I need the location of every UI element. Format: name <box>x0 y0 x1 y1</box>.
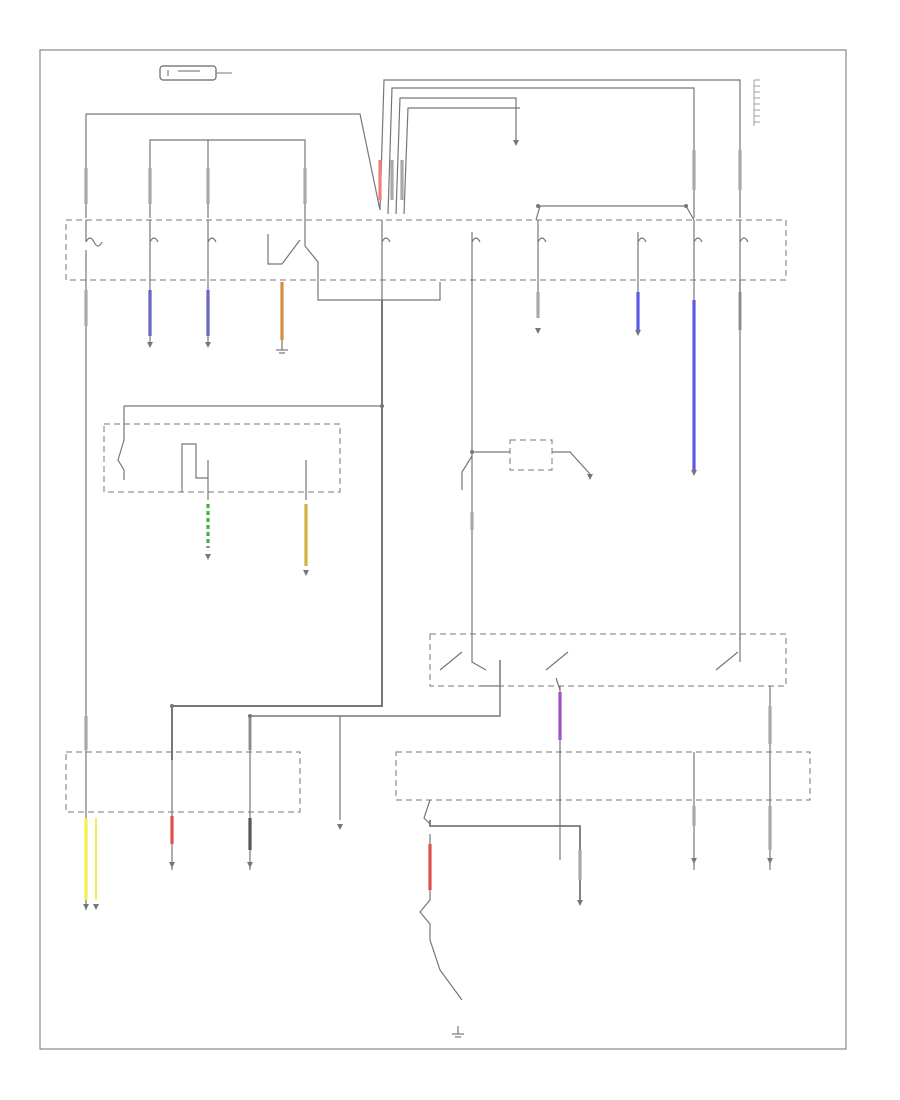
arrow-down-icon <box>169 862 175 868</box>
fuse-upper-6 <box>471 232 481 300</box>
arrow-down-icon <box>205 554 211 560</box>
arrow-down-icon <box>303 570 309 576</box>
wire-legend <box>753 79 760 126</box>
switch-icon <box>715 634 741 671</box>
arrow-down-icon <box>247 862 253 868</box>
fuse-upper-2 <box>149 220 159 280</box>
arrow-down-icon <box>93 904 99 910</box>
fuse-block-lower-left <box>65 751 301 813</box>
fuse-upper-1 <box>85 220 103 280</box>
ground-icon <box>276 340 288 354</box>
switch-icon <box>439 640 487 671</box>
switch-icon <box>117 406 125 480</box>
splice-dot-icon <box>380 404 384 408</box>
red-wire-lower <box>429 820 581 900</box>
wire <box>480 660 501 687</box>
wire <box>472 451 591 475</box>
bus-link <box>535 205 695 221</box>
arrow-down-icon <box>337 824 343 830</box>
battery-icon <box>159 65 232 81</box>
yellow-wire <box>171 300 383 760</box>
splice-dot-icon <box>470 450 474 454</box>
yellow-wire-2 <box>250 660 501 717</box>
diagram-frame <box>39 49 847 1050</box>
fuse-block-lower-right <box>395 751 811 801</box>
wire <box>181 443 208 492</box>
splice-dot-icon <box>684 204 688 208</box>
blue-feed-wire-2 <box>395 97 517 215</box>
fuse-upper-3 <box>207 220 217 280</box>
arrow-down-icon <box>535 328 541 334</box>
arrow-down-icon <box>691 858 697 864</box>
arrow-down-icon <box>147 342 153 348</box>
fuse-upper-7 <box>537 220 547 300</box>
switch-block <box>429 633 787 687</box>
switch-icon <box>545 651 569 691</box>
arrow-down-icon <box>587 474 593 480</box>
arrow-down-icon <box>577 900 583 906</box>
red-feed-wire <box>86 113 381 211</box>
arrow-down-icon <box>513 140 519 146</box>
arrow-down-icon <box>767 858 773 864</box>
red-feed-wire-right <box>379 79 741 218</box>
arrow-down-icon <box>83 904 89 910</box>
fuse-block-upper <box>65 219 787 281</box>
splice-dot-icon <box>536 204 540 208</box>
switch-icon <box>267 220 441 301</box>
switch-icon <box>419 799 463 1001</box>
fuse-upper-9 <box>693 220 703 300</box>
arrow-down-icon <box>635 330 641 336</box>
blue-left-wire <box>149 139 306 220</box>
fuse-upper-10 <box>739 220 749 300</box>
fuse-upper-8 <box>637 232 647 300</box>
ground-icon <box>452 1026 464 1038</box>
switch-icon <box>461 455 473 490</box>
relay-small-middle-right <box>509 439 553 471</box>
relay-block-middle-left <box>103 423 341 493</box>
splice-dot-icon <box>170 704 174 708</box>
arrow-down-icon <box>205 342 211 348</box>
violet-feed-wire <box>403 107 520 215</box>
fuse-upper-5 <box>381 220 391 300</box>
arrow-down-icon <box>691 470 697 476</box>
splice-dot-icon <box>248 714 252 718</box>
